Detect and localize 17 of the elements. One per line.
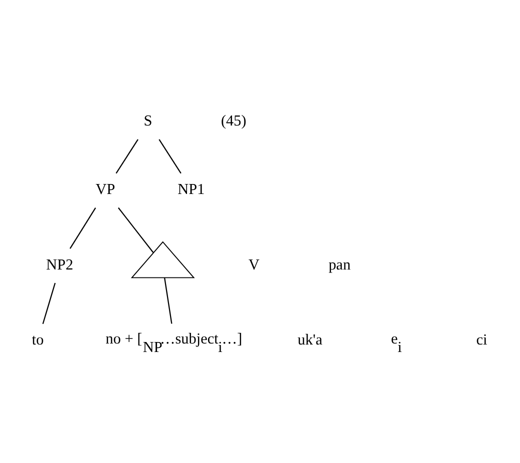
node-text: NP2 (46, 256, 74, 274)
node-text: VP (96, 181, 116, 198)
label: (45) (220, 112, 246, 130)
node-text: NP1 (178, 181, 205, 198)
node-text: V (248, 256, 260, 274)
label: pan (328, 256, 351, 274)
connector (118, 207, 154, 253)
connector (164, 278, 172, 324)
label: ci (476, 332, 488, 349)
connector (70, 207, 96, 249)
connector (158, 139, 182, 174)
label: uk'a (298, 332, 322, 349)
node-triangle (130, 241, 195, 278)
connector (42, 282, 56, 324)
connector (116, 139, 138, 174)
node-text: to (32, 332, 44, 349)
node-text: S (144, 112, 152, 130)
